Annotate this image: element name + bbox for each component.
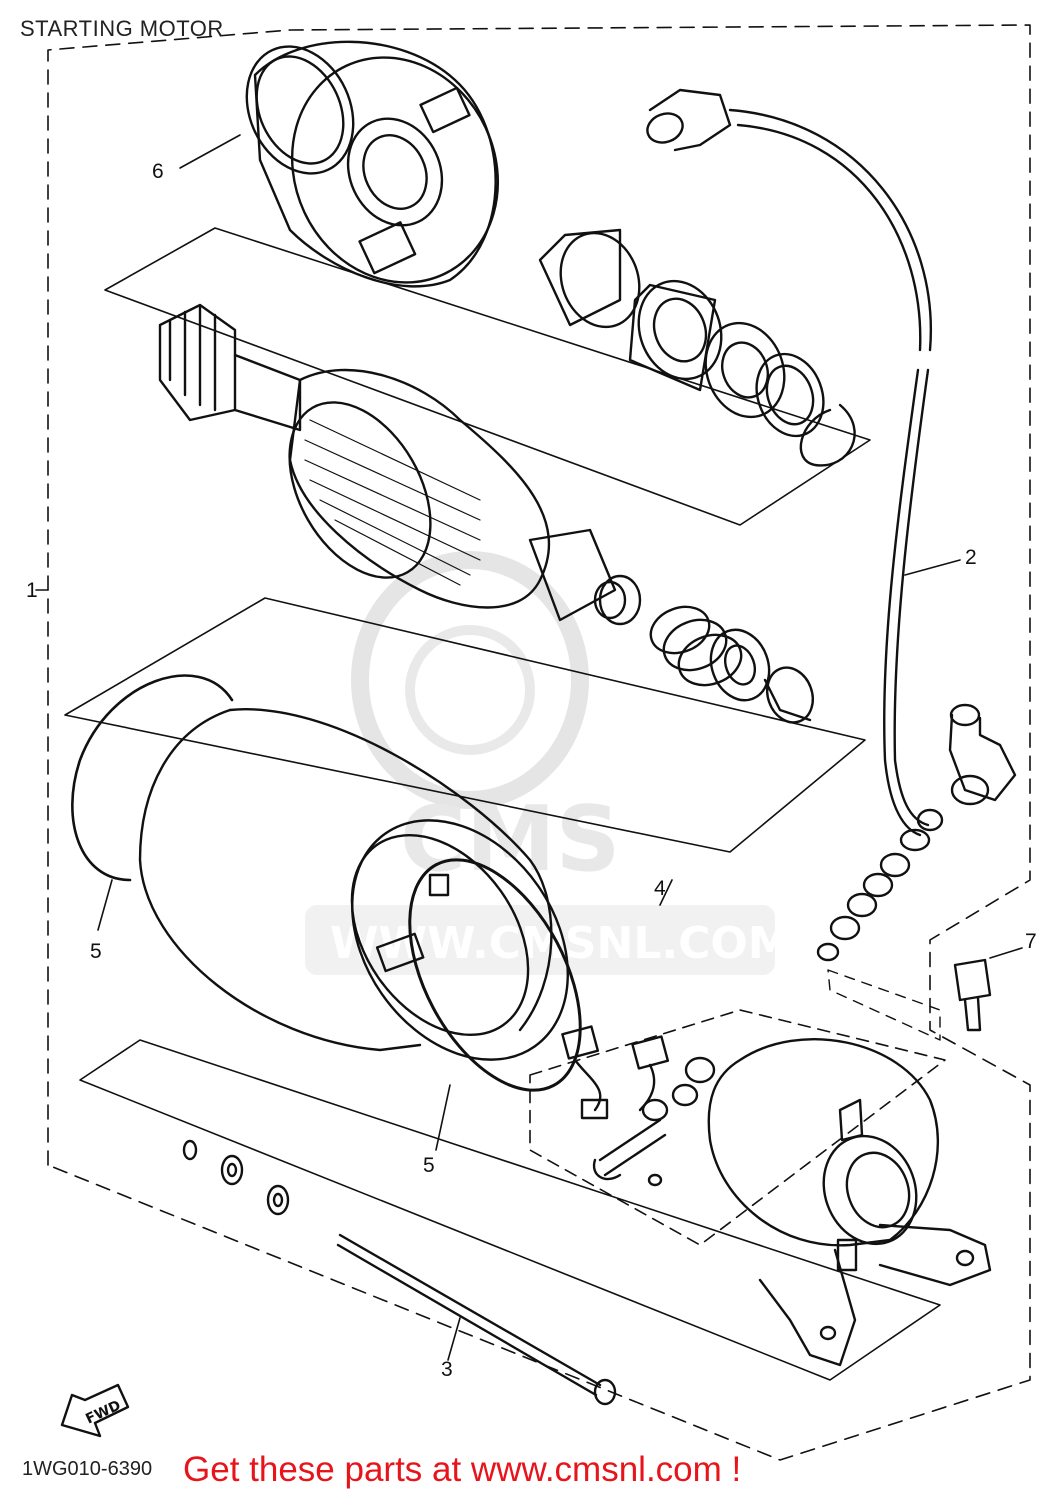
callout-7: 7 — [1025, 930, 1037, 953]
front-cover — [707, 1038, 992, 1367]
plane-outline-upper — [104, 227, 871, 526]
brush-plate-frame — [529, 1009, 946, 1246]
plane-outline-middle — [64, 597, 866, 853]
end-cover-part-6 — [179, 40, 500, 288]
watermark-url: WWW.CMSNL.COM — [330, 918, 792, 969]
callout-6: 6 — [152, 160, 164, 183]
cmsnl-watermark: CMS WWW.CMSNL.COM — [305, 551, 792, 975]
fwd-arrow-icon — [60, 1383, 130, 1438]
callout-4: 4 — [654, 877, 666, 900]
callout-5-right: 5 — [423, 1154, 435, 1177]
promo-banner-link[interactable]: Get these parts at www.cmsnl.com ! — [183, 1450, 742, 1489]
brush-holders — [561, 1025, 716, 1187]
bolt-part-7 — [953, 947, 1023, 1032]
bushing-set — [538, 228, 856, 467]
diagram-title: STARTING MOTOR — [20, 16, 224, 41]
through-bolt-part-3 — [336, 1233, 617, 1406]
armature — [158, 303, 642, 626]
diagram-code: 1WG010-6390 — [22, 1458, 153, 1480]
washer-set-small — [182, 1139, 290, 1216]
callout-1: 1 — [26, 579, 38, 602]
lead-wire-part-2 — [646, 88, 1017, 837]
assembly-frame — [47, 24, 1031, 1461]
o-ring-left — [71, 674, 234, 882]
callout-3: 3 — [441, 1358, 453, 1381]
plane-outline-lower — [79, 1039, 941, 1381]
fwd-label: FWD — [83, 1398, 123, 1428]
yoke-housing — [138, 708, 582, 1092]
callout-5-left: 5 — [90, 940, 102, 963]
washer-stack-part-4 — [816, 808, 944, 1041]
callout-2: 2 — [965, 546, 977, 569]
brush-spring-set — [649, 605, 814, 724]
